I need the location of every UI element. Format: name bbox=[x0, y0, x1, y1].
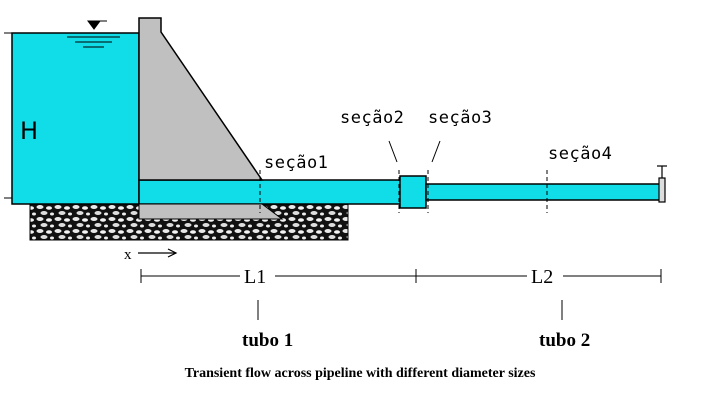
x-axis-arrow bbox=[138, 248, 178, 258]
section-2-label: seção2 bbox=[340, 108, 404, 128]
pipe-reducer bbox=[399, 175, 427, 209]
head-label: H bbox=[20, 117, 38, 145]
head-marker bbox=[4, 32, 12, 199]
water-surface-symbol bbox=[67, 20, 120, 48]
x-axis-label: x bbox=[124, 247, 132, 263]
tube-1-pipe bbox=[138, 179, 402, 205]
tube-2-label: tubo 2 bbox=[539, 330, 590, 351]
dam-footing bbox=[138, 203, 284, 220]
section-4-label: seção4 bbox=[548, 144, 612, 164]
dam-body bbox=[138, 17, 264, 181]
tube-2-pipe bbox=[425, 183, 662, 201]
dimension-line bbox=[140, 269, 662, 320]
section-1-label: seção1 bbox=[264, 153, 328, 173]
tube-1-label: tubo 1 bbox=[242, 330, 293, 351]
section-markers bbox=[259, 170, 548, 213]
pipeline-diagram: H seção1 seção2 seção3 seção4 x L1 L2 tu… bbox=[4, 17, 667, 351]
length-2-label: L2 bbox=[531, 266, 553, 288]
valve-icon bbox=[657, 165, 667, 203]
figure-caption: Transient flow across pipeline with diff… bbox=[184, 366, 536, 381]
length-1-label: L1 bbox=[244, 266, 266, 288]
reservoir-water bbox=[11, 32, 140, 205]
section-leaders bbox=[388, 140, 441, 163]
section-3-label: seção3 bbox=[428, 108, 492, 128]
